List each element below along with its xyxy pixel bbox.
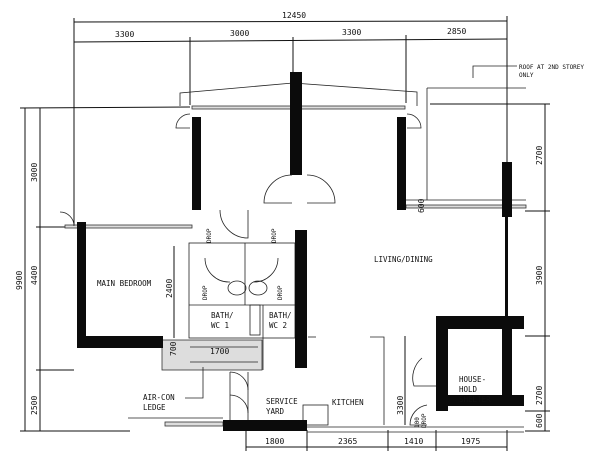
- room-bath2-line1: BATH/: [269, 311, 292, 320]
- aircon-ledge-line2: LEDGE: [143, 403, 166, 412]
- drop-label: DROP: [206, 228, 213, 243]
- roof-annotation: ROOF AT 2ND STOREY ONLY: [179, 64, 584, 200]
- left-dimensions: 9900 3000 4400 2500: [15, 106, 191, 432]
- room-shelter-line2: HOLD: [459, 385, 478, 394]
- dim-top-1: 3300: [115, 30, 134, 39]
- dim-top-4: 2850: [447, 27, 466, 36]
- drop-label: DROP: [202, 285, 209, 300]
- room-labels: MAIN BEDROOM LIVING/DINING BATH/ WC 1 BA…: [97, 255, 491, 416]
- drop-label: DROP: [421, 413, 428, 428]
- dim-bottom-1: 1800: [265, 437, 284, 446]
- drop-100-value: 100: [414, 417, 421, 428]
- roof-note-line2: ONLY: [519, 72, 534, 79]
- drop-label: DROP: [271, 228, 278, 243]
- roof-note-line1: ROOF AT 2ND STOREY: [519, 64, 584, 71]
- doors: [59, 113, 436, 426]
- dim-ledge-depth: 700: [169, 341, 178, 356]
- room-shelter-line3: SHELTER: [459, 395, 491, 404]
- inner-dimensions: 2400 1700 700 3300 600: [165, 198, 426, 425]
- room-shelter-line1: HOUSE-: [459, 375, 486, 384]
- dim-overall-width: 12450: [282, 11, 306, 20]
- dim-bath-height: 2400: [165, 279, 174, 298]
- room-bath1-line1: BATH/: [211, 311, 234, 320]
- dim-right-3: 2700: [535, 386, 544, 405]
- dim-left-1: 3000: [30, 163, 39, 182]
- dim-right-1: 2700: [535, 146, 544, 165]
- dim-kitchen-depth: 3300: [396, 396, 405, 415]
- dim-left-overall: 9900: [15, 271, 24, 290]
- room-service-yard-line2: YARD: [266, 407, 285, 416]
- dim-top-2: 3000: [230, 29, 249, 38]
- room-main-bedroom: MAIN BEDROOM: [97, 279, 152, 288]
- dim-right-4: 600: [535, 413, 544, 428]
- right-dimensions: 2700 3900 2700 600: [430, 103, 550, 432]
- room-bath1-line2: WC 1: [211, 321, 229, 330]
- room-kitchen: KITCHEN: [332, 398, 364, 407]
- dim-top-3: 3300: [342, 28, 361, 37]
- aircon-ledge-line1: AIR-CON: [143, 393, 175, 402]
- dim-bottom-3: 1410: [404, 437, 423, 446]
- structural-walls: [77, 72, 524, 431]
- bottom-dimensions: 1800 2365 1410 1975: [245, 430, 508, 451]
- dim-left-2: 4400: [30, 266, 39, 285]
- top-dimensions: 12450 3300 3000 3300 2850: [73, 11, 508, 226]
- dim-bottom-4: 1975: [461, 437, 480, 446]
- dim-ledge-width: 1700: [210, 347, 229, 356]
- room-living-dining: LIVING/DINING: [374, 255, 433, 264]
- drop-label: DROP: [277, 285, 284, 300]
- dim-balcony-depth: 600: [417, 198, 426, 213]
- room-bath2-line2: WC 2: [269, 321, 287, 330]
- dim-left-3: 2500: [30, 396, 39, 415]
- room-service-yard-line1: SERVICE: [266, 397, 298, 406]
- dim-bottom-2: 2365: [338, 437, 357, 446]
- drop-annotations: DROP DROP DROP DROP 100 DROP AIR-CON LED…: [143, 228, 428, 428]
- dim-right-2: 3900: [535, 266, 544, 285]
